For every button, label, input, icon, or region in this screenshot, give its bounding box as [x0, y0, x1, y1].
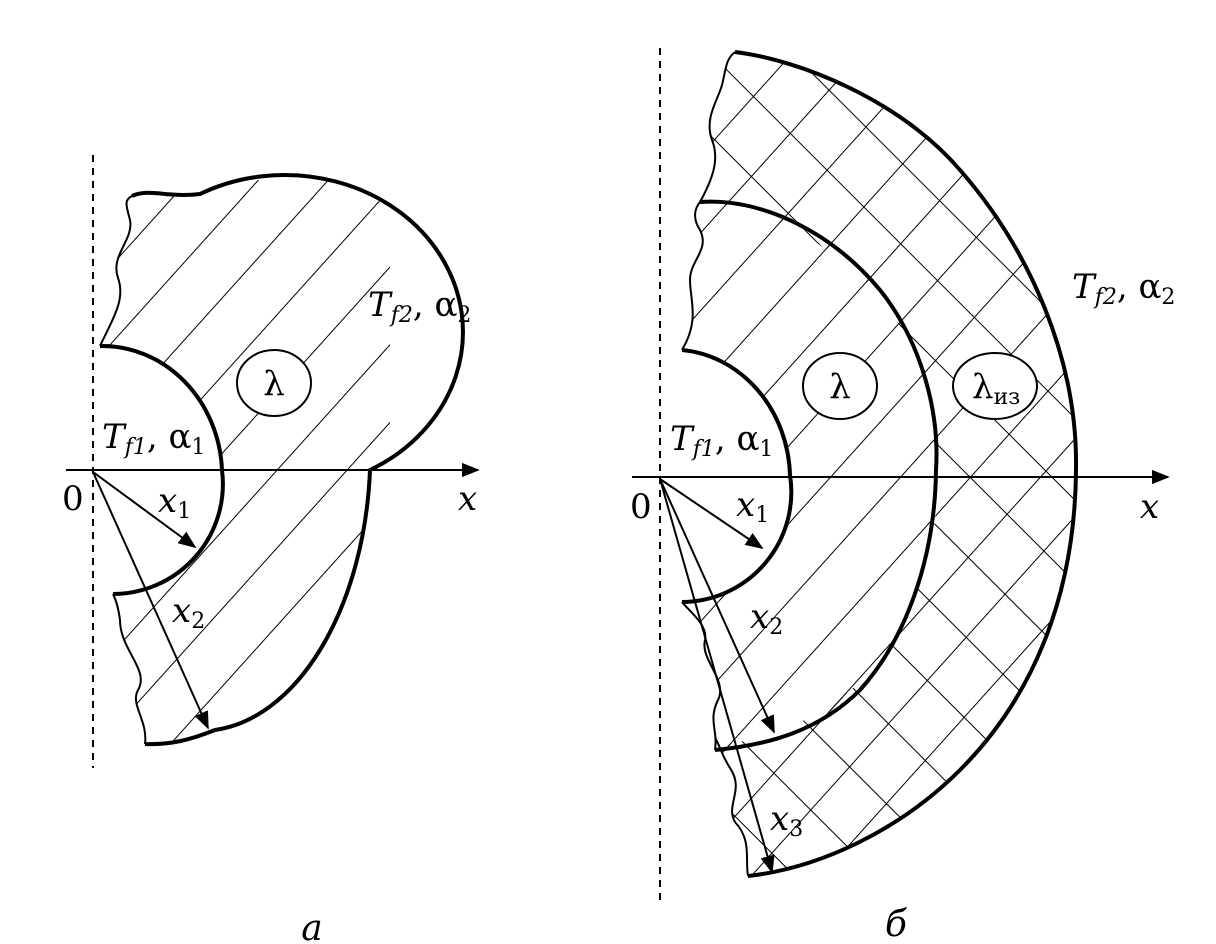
break-line-top-ins-b — [699, 51, 736, 203]
caption-a: а — [301, 908, 322, 944]
inner-env-label-a: Tf1, α1 — [102, 417, 205, 460]
radius-x2-arrow-b — [659, 478, 775, 734]
panel-b: λ λиз Tf2, α2 Tf1, α1 0 x x1 x2 x3 б — [630, 48, 1175, 944]
axis-label-a: x — [458, 479, 477, 519]
radius-x2-label-a: x2 — [172, 591, 205, 634]
material-circle-b — [802, 352, 878, 420]
radius-x1-label-a: x1 — [158, 481, 191, 524]
break-line-top-a — [99, 195, 133, 347]
radius-x1-arrow-a — [92, 471, 197, 549]
inner-surface-b — [681, 348, 794, 604]
radius-x3-label-b: x3 — [770, 799, 803, 842]
insulation-label-b: λиз — [972, 367, 1020, 410]
outer-env-label-b: Tf2, α2 — [1072, 267, 1175, 310]
radius-x1-arrow-b — [659, 478, 764, 550]
insulation-circle-b — [952, 352, 1038, 420]
material-label-b: λ — [829, 367, 851, 407]
radius-x1-label-b: x1 — [736, 485, 769, 528]
break-line-bottom-wall-b — [681, 601, 722, 751]
material-label-a: λ — [263, 364, 285, 404]
material-circle-a — [236, 349, 312, 417]
outer-surface-b — [734, 50, 1079, 878]
radius-x2-arrow-a — [92, 471, 209, 730]
radius-x2-label-b: x2 — [750, 597, 783, 640]
origin-label-b: 0 — [630, 487, 652, 527]
radius-x3-arrow-b — [659, 478, 775, 874]
inner-env-label-b: Tf1, α1 — [670, 419, 773, 462]
outer-surface-a — [131, 172, 465, 747]
origin-label-a: 0 — [62, 479, 84, 519]
break-line-bottom-a — [112, 593, 147, 745]
caption-b: б — [885, 904, 908, 944]
break-line-top-wall-b — [681, 201, 704, 351]
outer-env-label-a: Tf2, α2 — [368, 285, 471, 328]
axis-label-b: x — [1140, 487, 1159, 527]
panel-a: λ Tf2, α2 Tf1, α1 0 x x1 x2 а — [62, 155, 480, 944]
wall-outer-surface-b — [699, 199, 939, 752]
